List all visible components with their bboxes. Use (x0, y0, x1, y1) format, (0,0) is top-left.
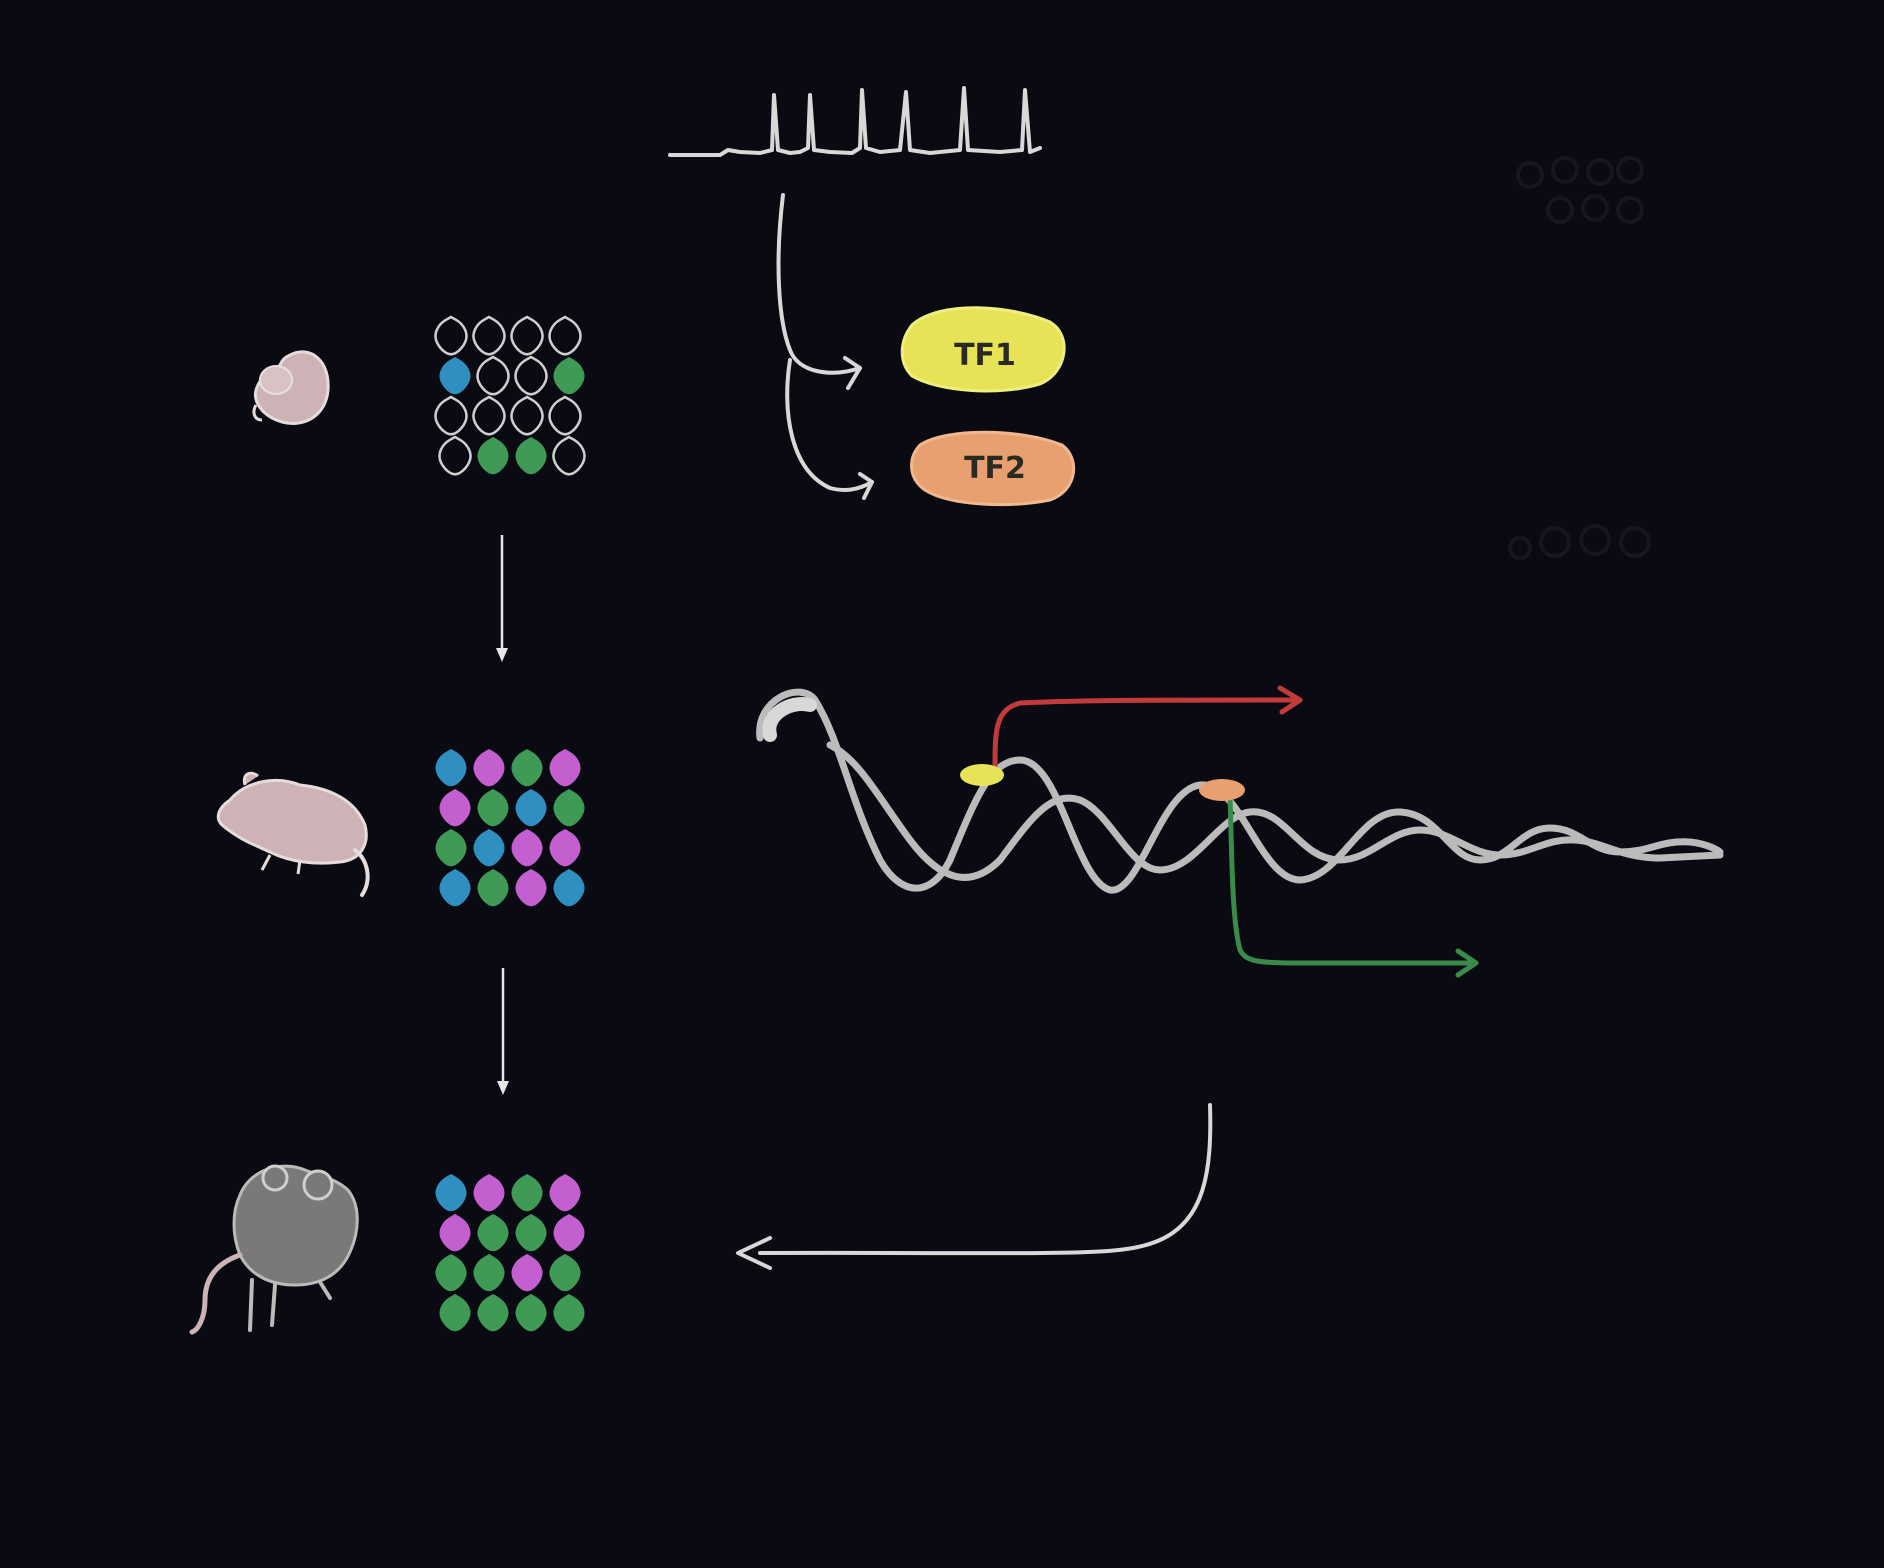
adult-mouse-icon (189, 1164, 359, 1335)
cell-green (553, 1294, 585, 1332)
cell-magenta (553, 1214, 585, 1252)
cell-green (477, 437, 509, 475)
cell-blue (435, 1174, 467, 1212)
cell-green (511, 1174, 543, 1212)
tf1-label: TF1 (954, 338, 1016, 373)
cell-magenta (439, 1214, 471, 1252)
cell-green (473, 1254, 505, 1292)
cell-blue (435, 749, 467, 787)
cell-green (553, 789, 585, 827)
cell-magenta (473, 749, 505, 787)
cell-outline (476, 355, 510, 396)
return-arrow (736, 1103, 1213, 1270)
juvenile-mouse-icon (216, 771, 370, 897)
cell-magenta (549, 1174, 581, 1212)
cell-outline (434, 315, 468, 356)
cell-green (511, 749, 543, 787)
cell-outline (552, 435, 586, 476)
tf2-label: TF2 (964, 451, 1026, 486)
cell-blue (473, 829, 505, 867)
tf1-blob: TF1 (900, 306, 1066, 393)
cell-magenta (549, 829, 581, 867)
cell-outline (548, 315, 582, 356)
cell-green (477, 1214, 509, 1252)
cell-grid-juvenile (435, 749, 585, 907)
cell-outline (438, 435, 472, 476)
cell-green (435, 829, 467, 867)
cell-green (553, 357, 585, 395)
cell-green (435, 1254, 467, 1292)
chromatin-fiber (756, 688, 1724, 894)
cell-grid-embryo (434, 315, 586, 476)
cell-outline (514, 355, 548, 396)
tf1-binding-site (960, 764, 1004, 786)
cell-outline (472, 395, 506, 436)
cell-green (549, 1254, 581, 1292)
tf2-binding-site (1199, 779, 1245, 801)
cell-magenta (473, 1174, 505, 1212)
cell-blue (439, 357, 471, 395)
cell-green (515, 437, 547, 475)
stage-arrow-1 (496, 535, 508, 662)
cell-magenta (439, 789, 471, 827)
tf2-blob: TF2 (910, 430, 1076, 507)
cell-blue (553, 869, 585, 907)
cell-green (515, 1294, 547, 1332)
cell-green (477, 1294, 509, 1332)
chromatin-fiber-end (762, 697, 817, 742)
stage-arrow-2 (497, 968, 509, 1095)
cell-blue (439, 869, 471, 907)
cell-magenta (515, 869, 547, 907)
cell-magenta (549, 749, 581, 787)
green-transcription-arrow (1227, 792, 1479, 978)
cell-magenta (511, 1254, 543, 1292)
red-transcription-arrow (992, 685, 1303, 773)
cell-outline (472, 315, 506, 356)
cell-magenta (511, 829, 543, 867)
cell-grid-adult (435, 1174, 585, 1332)
cell-outline (510, 315, 544, 356)
cell-green (515, 1214, 547, 1252)
cell-outline (510, 395, 544, 436)
cell-outline (434, 395, 468, 436)
cell-green (477, 869, 509, 907)
activity-spike-trace (668, 86, 1042, 157)
cell-green (477, 789, 509, 827)
cell-blue (515, 789, 547, 827)
faint-sketch-residue (1508, 156, 1651, 560)
cell-green (439, 1294, 471, 1332)
cell-outline (548, 395, 582, 436)
mouse-embryo-icon (252, 350, 330, 425)
activity-to-tf-arrow (776, 193, 874, 500)
